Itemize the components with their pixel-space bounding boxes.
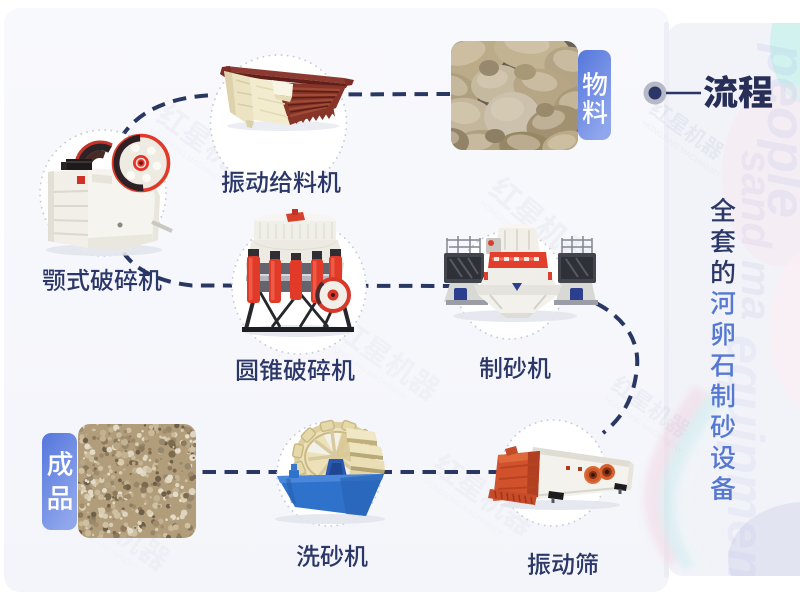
svg-text:equipment: equipment <box>716 335 774 601</box>
svg-text:people: people <box>756 42 800 218</box>
svg-text:sand ma: sand ma <box>733 150 780 320</box>
